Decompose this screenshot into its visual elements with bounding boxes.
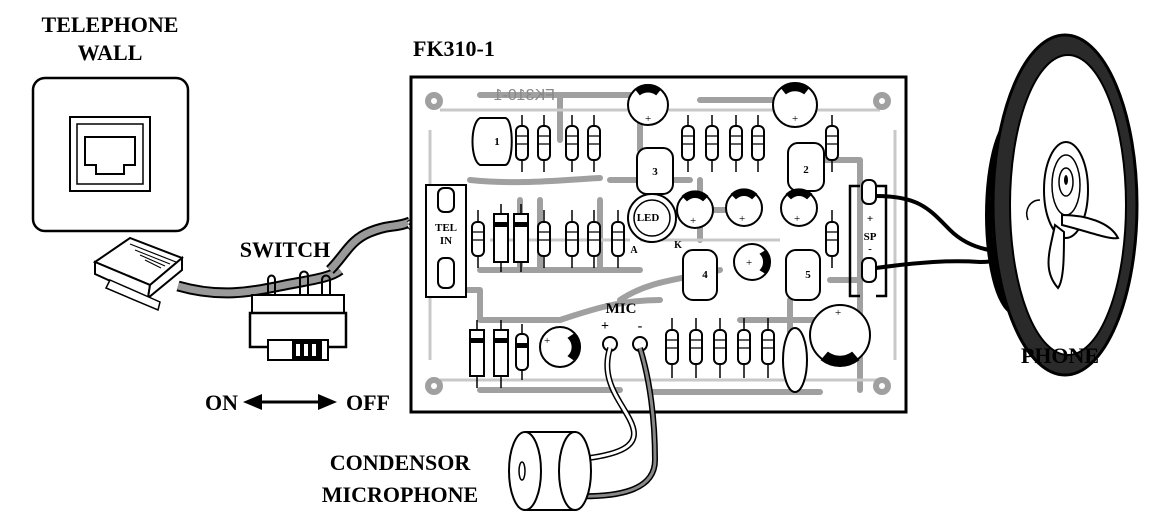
wall-jack [31, 76, 190, 233]
led: LED A K [627, 193, 682, 256]
mic-label: MIC [606, 301, 637, 317]
svg-text:3: 3 [652, 166, 658, 178]
svg-text:4: 4 [702, 269, 708, 281]
pcb-board: FK310-1 TEL IN + SP - 1 2 [409, 75, 908, 414]
svg-text:-: - [868, 243, 872, 255]
led-cathode-label: K [674, 240, 682, 251]
svg-text:5: 5 [805, 269, 811, 281]
mounting-holes [425, 92, 891, 395]
capacitors [539, 82, 871, 393]
tel-in-connector: TEL IN [425, 184, 467, 298]
board-title: FK310-1 [413, 36, 495, 61]
in-label: IN [440, 235, 452, 247]
slide-switch [248, 270, 348, 361]
board-silkscreen: FK310-1 [494, 87, 555, 104]
svg-text:1: 1 [494, 136, 500, 148]
ic-2: 2 [787, 142, 825, 192]
speaker [985, 33, 1139, 377]
telephone-label-line2: WALL [78, 40, 143, 65]
switch-off-label: OFF [346, 390, 390, 415]
resistor-leads [477, 115, 833, 378]
ic-1: 1 [471, 117, 513, 166]
tel-label: TEL [435, 222, 457, 234]
telephone-label-line1: TELEPHONE [42, 12, 179, 37]
svg-text:+: + [867, 213, 873, 225]
mic-plus-label: + [601, 319, 609, 334]
svg-text:+: + [645, 113, 651, 125]
svg-text:+: + [739, 213, 745, 225]
condensor-label-line2: MICROPHONE [322, 482, 478, 507]
svg-text:+: + [746, 257, 752, 269]
condensor-label-line1: CONDENSOR [330, 450, 472, 475]
svg-text:2: 2 [803, 164, 809, 176]
phone-label: PHONE [1021, 343, 1099, 368]
mic-terminals: MIC + - [601, 301, 648, 352]
on-off-arrow [243, 394, 337, 410]
svg-text:+: + [835, 307, 841, 319]
switch-on-label: ON [205, 390, 238, 415]
condensor-microphone [508, 431, 592, 511]
mic-minus-label: - [638, 319, 643, 334]
svg-text:+: + [690, 215, 696, 227]
switch-label: SWITCH [240, 237, 330, 262]
led-label: LED [637, 212, 660, 224]
ic-3: 3 [636, 147, 674, 195]
sp-label: SP [864, 231, 877, 243]
ic-4: 4 [682, 249, 718, 301]
svg-text:+: + [794, 213, 800, 225]
led-anode-label: A [630, 245, 638, 256]
svg-text:+: + [792, 113, 798, 125]
svg-text:+: + [544, 335, 550, 347]
ic-5: 5 [785, 249, 821, 301]
rj11-plug [92, 236, 184, 312]
sp-connector: + SP - [848, 179, 888, 298]
